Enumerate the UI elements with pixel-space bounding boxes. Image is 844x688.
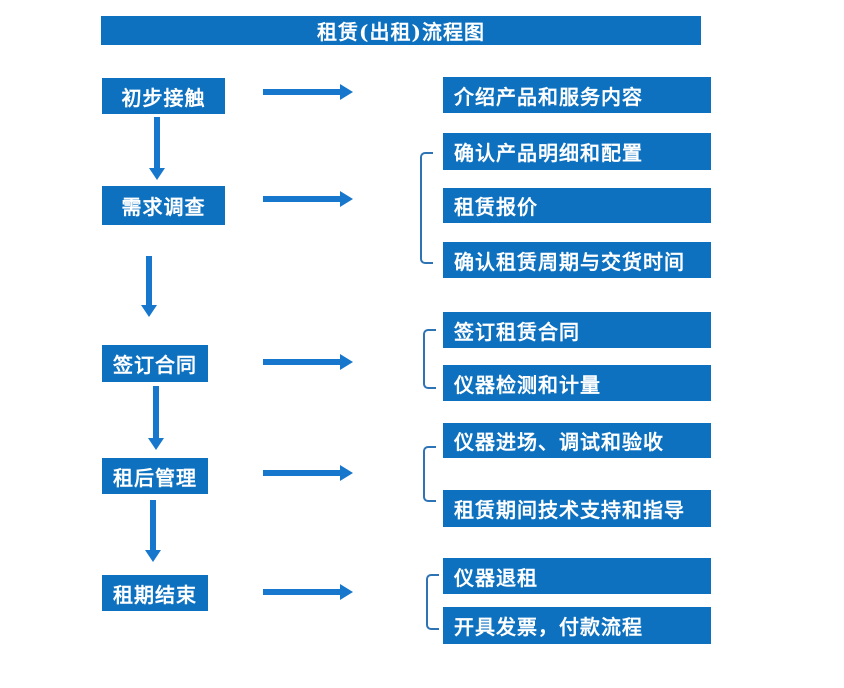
- output-box: 仪器检测和计量: [443, 365, 711, 401]
- group-bracket: [423, 329, 436, 389]
- right-arrow-icon: [263, 465, 353, 481]
- down-arrow-icon: [148, 386, 164, 450]
- step-box-post-rental-management: 租后管理: [102, 458, 208, 494]
- step-box-rental-end: 租期结束: [102, 575, 208, 611]
- right-arrow-icon: [263, 354, 353, 370]
- output-box: 确认租赁周期与交货时间: [443, 242, 711, 278]
- output-box: 仪器进场、调试和验收: [443, 423, 711, 458]
- output-box: 租赁期间技术支持和指导: [443, 490, 711, 527]
- step-box-sign-contract: 签订合同: [102, 345, 208, 382]
- output-box: 介绍产品和服务内容: [443, 77, 711, 113]
- group-bracket: [420, 152, 433, 264]
- output-box: 开具发票，付款流程: [443, 607, 711, 644]
- down-arrow-icon: [145, 500, 161, 562]
- step-box-demand-survey: 需求调查: [102, 186, 225, 225]
- group-bracket: [426, 574, 439, 630]
- right-arrow-icon: [263, 84, 353, 100]
- right-arrow-icon: [263, 191, 353, 207]
- down-arrow-icon: [149, 117, 165, 180]
- output-box: 仪器退租: [443, 558, 711, 594]
- output-box: 确认产品明细和配置: [443, 133, 711, 170]
- group-bracket: [423, 446, 436, 502]
- page-title: 租赁(出租)流程图: [101, 16, 701, 45]
- output-box: 租赁报价: [443, 188, 711, 223]
- right-arrow-icon: [263, 584, 353, 600]
- step-box-initial-contact: 初步接触: [102, 78, 225, 114]
- down-arrow-icon: [141, 256, 157, 317]
- output-box: 签订租赁合同: [443, 312, 711, 348]
